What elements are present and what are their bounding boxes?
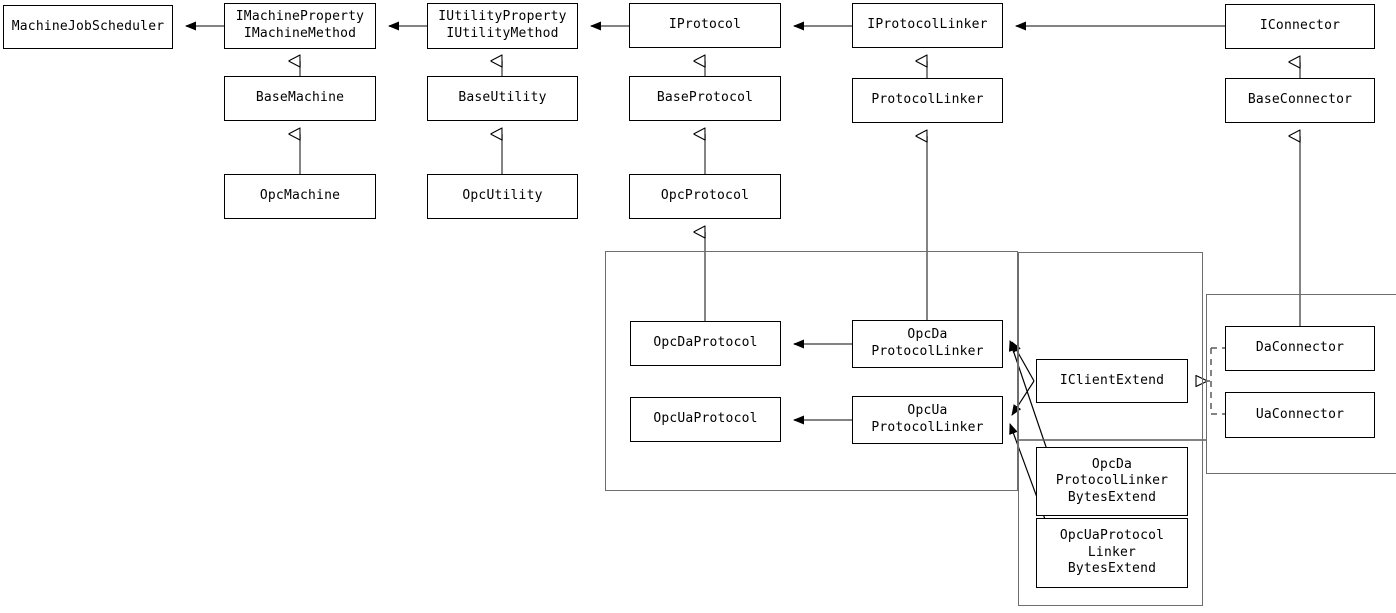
class-box-opc-utility[interactable]: OpcUtility xyxy=(427,174,578,219)
group-protocol-container xyxy=(605,251,1018,491)
class-box-opc-protocol[interactable]: OpcProtocol xyxy=(629,174,781,219)
class-label: ProtocolLinker xyxy=(871,92,984,108)
class-label: IUtilityProperty IUtilityMethod xyxy=(438,9,567,41)
class-label: IProtocolLinker xyxy=(867,17,988,33)
class-label: BaseConnector xyxy=(1247,92,1353,108)
class-label: OpcUaProtocol xyxy=(653,411,758,427)
class-label: IProtocol xyxy=(668,17,742,33)
group-extend-container xyxy=(1018,252,1203,606)
class-box-ua-connector[interactable]: UaConnector xyxy=(1225,392,1375,438)
class-box-opc-ua-protocol-linker-bytes-extend[interactable]: OpcUaProtocol Linker BytesExtend xyxy=(1036,518,1188,588)
class-box-opc-da-protocol-linker[interactable]: OpcDa ProtocolLinker xyxy=(852,320,1003,368)
class-box-base-connector[interactable]: BaseConnector xyxy=(1225,78,1375,123)
class-box-opc-machine[interactable]: OpcMachine xyxy=(224,174,376,219)
class-box-iprotocol[interactable]: IProtocol xyxy=(629,3,781,48)
group-connector-container xyxy=(1206,294,1396,474)
class-box-protocol-linker[interactable]: ProtocolLinker xyxy=(852,78,1003,123)
class-label: BaseMachine xyxy=(255,90,345,106)
class-label: OpcUtility xyxy=(462,188,543,204)
class-box-base-machine[interactable]: BaseMachine xyxy=(224,76,376,121)
class-label: UaConnector xyxy=(1255,406,1345,422)
class-box-iconnector[interactable]: IConnector xyxy=(1225,4,1375,49)
class-box-opc-ua-protocol-linker[interactable]: OpcUa ProtocolLinker xyxy=(852,396,1003,444)
class-label: OpcUaProtocol Linker BytesExtend xyxy=(1059,528,1165,577)
class-label: OpcUa ProtocolLinker xyxy=(871,403,984,435)
class-label: OpcDa ProtocolLinker BytesExtend xyxy=(1055,456,1169,505)
class-box-da-connector[interactable]: DaConnector xyxy=(1225,326,1375,371)
class-box-machine-job-scheduler[interactable]: MachineJobScheduler xyxy=(3,5,173,49)
class-box-iutility-property-method[interactable]: IUtilityProperty IUtilityMethod xyxy=(427,3,578,49)
class-label: IMachineProperty IMachineMethod xyxy=(235,9,365,41)
class-label: OpcProtocol xyxy=(660,188,750,204)
class-box-base-protocol[interactable]: BaseProtocol xyxy=(629,76,781,121)
class-label: OpcMachine xyxy=(259,188,341,204)
class-box-base-utility[interactable]: BaseUtility xyxy=(427,76,578,121)
class-label: BaseProtocol xyxy=(656,90,754,106)
class-label: DaConnector xyxy=(1255,340,1345,356)
class-box-opc-da-protocol-linker-bytes-extend[interactable]: OpcDa ProtocolLinker BytesExtend xyxy=(1036,447,1188,516)
class-label: IConnector xyxy=(1259,18,1341,34)
class-box-opc-da-protocol[interactable]: OpcDaProtocol xyxy=(630,321,781,366)
class-label: IClientExtend xyxy=(1059,372,1165,388)
class-label: OpcDa ProtocolLinker xyxy=(871,327,984,359)
class-box-iclient-extend[interactable]: IClientExtend xyxy=(1036,359,1188,403)
class-box-imachine-property-method[interactable]: IMachineProperty IMachineMethod xyxy=(224,3,376,49)
class-label: MachineJobScheduler xyxy=(11,18,165,34)
class-label: BaseUtility xyxy=(458,90,547,106)
line-iclientextend-to-opcualinker xyxy=(1011,380,1035,416)
class-label: OpcDaProtocol xyxy=(653,335,758,351)
class-box-iprotocol-linker[interactable]: IProtocolLinker xyxy=(852,3,1003,48)
class-box-opc-ua-protocol[interactable]: OpcUaProtocol xyxy=(630,397,781,442)
